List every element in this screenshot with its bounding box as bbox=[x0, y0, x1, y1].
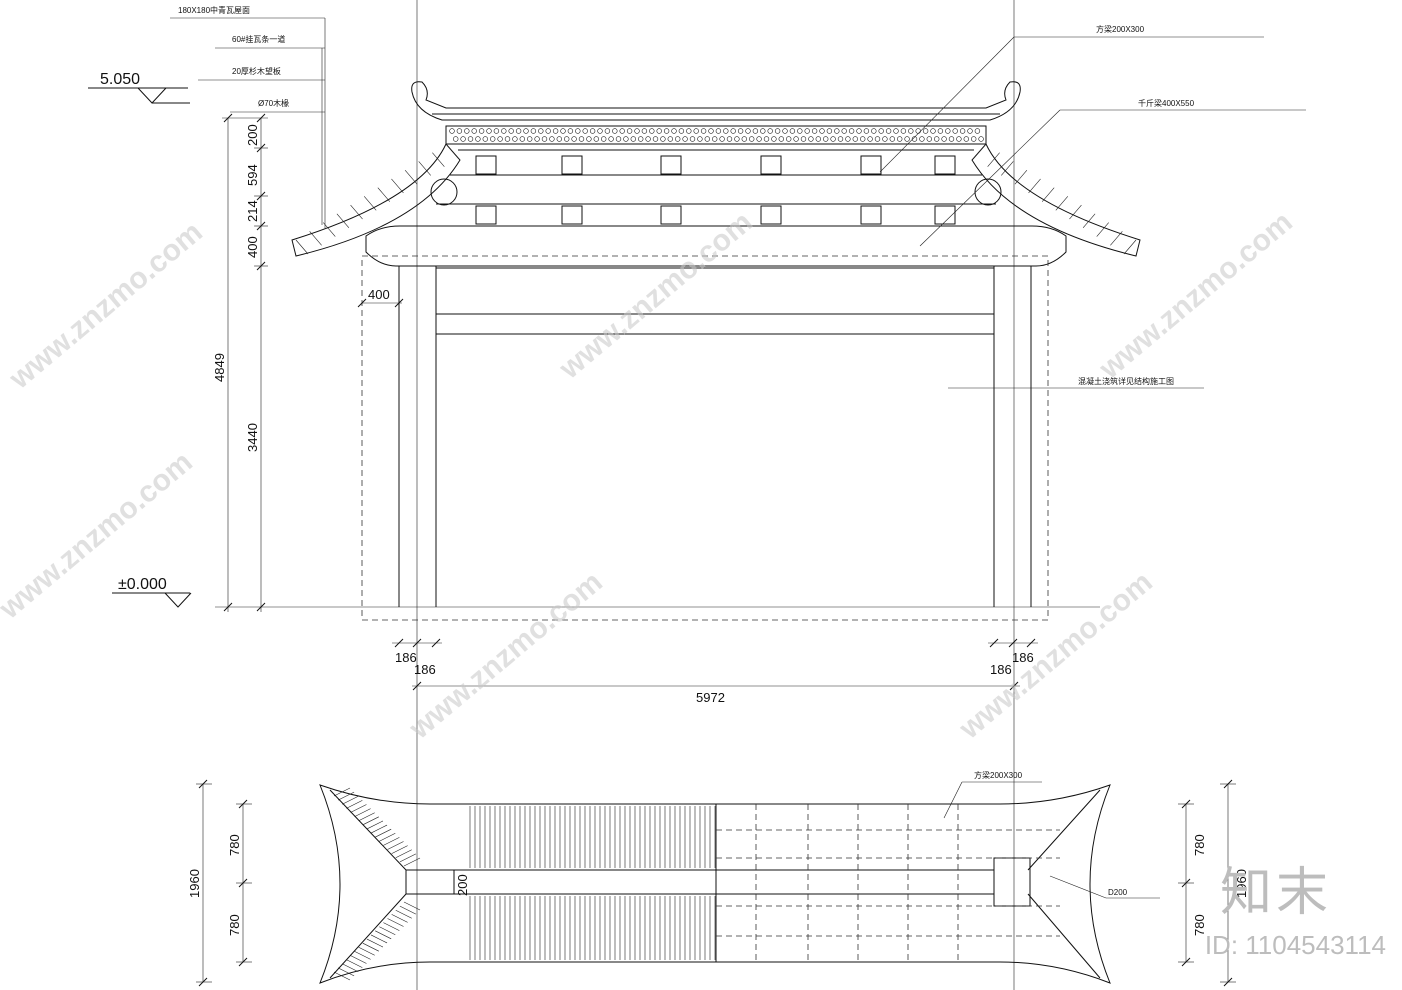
plan-dim-right-1960: 1960 bbox=[1234, 869, 1249, 898]
watermark-6: www.znzmo.com bbox=[953, 565, 1159, 746]
plan-note-beam: 方梁200X300 bbox=[974, 770, 1023, 780]
note-tile-batten: 60#挂瓦条一道 bbox=[232, 34, 285, 44]
dim-186-a: 186 bbox=[395, 650, 417, 665]
note-main-beam: 千斤梁400X550 bbox=[1138, 98, 1195, 108]
dim-186-b: 186 bbox=[414, 662, 436, 677]
dim-5972: 5972 bbox=[696, 690, 725, 705]
watermarks: www.znzmo.com www.znzmo.com www.znzmo.co… bbox=[0, 205, 1299, 746]
plan-dim-left-780a: 780 bbox=[227, 834, 242, 856]
bottom-dimensions: 186 186 186 186 5972 bbox=[392, 638, 1038, 705]
note-rafter: Ø70木椽 bbox=[258, 98, 289, 108]
dim-200: 200 bbox=[245, 124, 260, 146]
dim-400: 400 bbox=[245, 236, 260, 258]
plan-note-post: D200 bbox=[1108, 888, 1128, 897]
dim-plan-200: 200 bbox=[455, 874, 470, 896]
watermark-1: www.znzmo.com bbox=[3, 215, 209, 396]
note-concrete: 混凝土浇筑详见结构施工图 bbox=[1078, 376, 1174, 386]
notes-left: 180X180中青瓦屋面 60#挂瓦条一道 20厚杉木望板 Ø70木椽 bbox=[170, 5, 326, 228]
level-mark-top: 5.050 bbox=[88, 71, 190, 104]
watermark-3: www.znzmo.com bbox=[1093, 205, 1299, 386]
watermark-5: www.znzmo.com bbox=[403, 565, 609, 746]
dim-3440: 3440 bbox=[245, 423, 260, 452]
note-roof-tiles: 180X180中青瓦屋面 bbox=[178, 5, 250, 15]
plan-dim-right-780b: 780 bbox=[1192, 914, 1207, 936]
brand-logo: 知末 bbox=[1219, 864, 1332, 922]
level-mark-base: ±0.000 bbox=[112, 576, 192, 608]
vertical-dimensions: 200 594 214 400 3440 4849 bbox=[212, 113, 1100, 612]
level-top-label: 5.050 bbox=[100, 71, 140, 88]
note-square-beam: 方梁200X300 bbox=[1096, 24, 1145, 34]
dim-4849: 4849 bbox=[212, 353, 227, 382]
note-roof-board: 20厚杉木望板 bbox=[232, 66, 281, 76]
roof-elevation: 方梁200X300 千斤梁400X550 bbox=[291, 24, 1306, 267]
watermark-4: www.znzmo.com bbox=[0, 445, 199, 626]
dim-offset-400: 400 bbox=[368, 287, 390, 302]
plan-dim-right-780a: 780 bbox=[1192, 834, 1207, 856]
level-base-label: ±0.000 bbox=[118, 576, 167, 593]
gate-frame: 混凝土浇筑详见结构施工图 400 bbox=[357, 255, 1204, 621]
dim-186-d: 186 bbox=[1012, 650, 1034, 665]
dim-214: 214 bbox=[245, 200, 260, 222]
plan-dim-left-780b: 780 bbox=[227, 914, 242, 936]
dim-186-c: 186 bbox=[990, 662, 1012, 677]
brand-id: ID: 1104543114 bbox=[1204, 930, 1386, 960]
plan-dim-left-1960: 1960 bbox=[187, 869, 202, 898]
dim-594: 594 bbox=[245, 164, 260, 186]
watermark-2: www.znzmo.com bbox=[553, 205, 759, 386]
roof-plan: 200 方梁200X300 D200 1960 780 780 bbox=[187, 770, 1249, 987]
